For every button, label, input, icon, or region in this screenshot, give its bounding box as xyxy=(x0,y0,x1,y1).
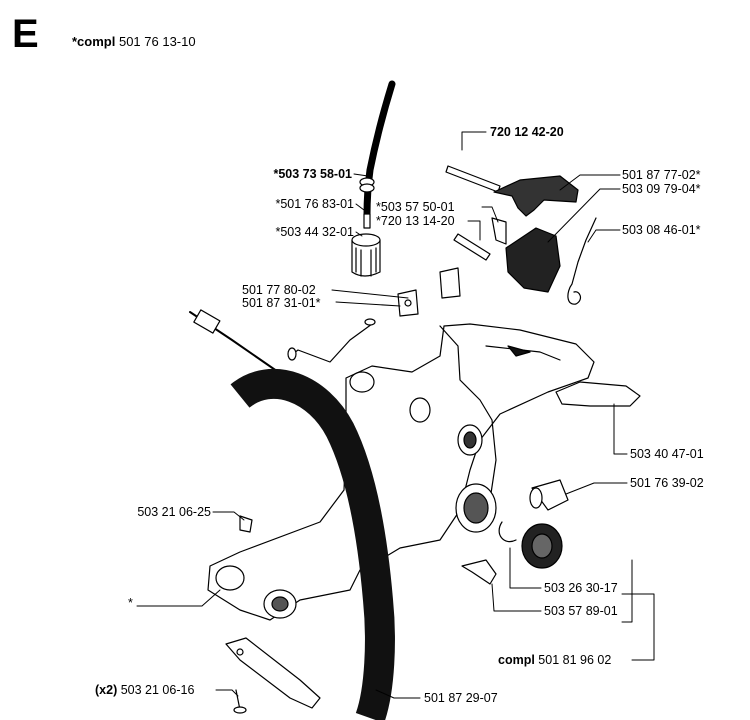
part-label: compl 501 81 96 02 xyxy=(498,653,612,667)
throttle-trigger xyxy=(493,175,579,217)
part-label: 503 09 79-04* xyxy=(622,182,701,196)
part-label: 501 77 80-02 xyxy=(242,283,316,297)
leader-lines xyxy=(136,131,655,699)
cap-strap xyxy=(461,559,497,585)
choke-cable xyxy=(189,309,285,377)
bracket xyxy=(397,267,461,317)
fuel-hose xyxy=(359,80,396,219)
part-label: 501 76 39-02 xyxy=(630,476,704,490)
spring xyxy=(567,217,597,305)
part-label: *720 13 14-20 xyxy=(376,214,455,228)
fuel-filter xyxy=(351,213,381,277)
handle-grip xyxy=(555,381,641,407)
part-label: 503 08 46-01* xyxy=(622,223,701,237)
part-label: 503 57 89-01 xyxy=(544,604,618,618)
part-label: (x2) 503 21 06-16 xyxy=(95,683,195,697)
assembly-number: *compl 501 76 13-10 xyxy=(72,34,196,49)
screw xyxy=(239,515,253,533)
part-label: 501 87 77-02* xyxy=(622,168,701,182)
rear-handle-housing xyxy=(207,323,595,621)
part-label: *501 76 83-01 xyxy=(275,197,354,211)
part-label: 501 87 29-07 xyxy=(424,691,498,705)
fuel-cap xyxy=(498,521,563,569)
part-label: 503 40 47-01 xyxy=(630,447,704,461)
compl-prefix: *compl xyxy=(72,34,116,49)
part-label: 501 87 31-01* xyxy=(242,296,321,310)
throttle-lockout xyxy=(505,227,561,293)
compl-number: 501 76 13-10 xyxy=(118,34,196,49)
clip xyxy=(491,217,507,245)
handle-bracket xyxy=(225,637,321,714)
part-label: * xyxy=(128,596,133,610)
pin xyxy=(445,165,501,193)
pin xyxy=(453,233,491,261)
part-label: *503 73 58-01 xyxy=(273,167,352,181)
tank-vent xyxy=(529,479,569,511)
part-label: 720 12 42-20 xyxy=(490,125,564,139)
part-label: *503 57 50-01 xyxy=(376,200,455,214)
throttle-rod xyxy=(287,318,376,363)
part-label: 503 21 06-25 xyxy=(137,505,211,519)
section-letter: E xyxy=(12,12,39,56)
part-label: 503 26 30-17 xyxy=(544,581,618,595)
front-handle-bar xyxy=(230,368,395,720)
part-label: *503 44 32-01 xyxy=(275,225,354,239)
